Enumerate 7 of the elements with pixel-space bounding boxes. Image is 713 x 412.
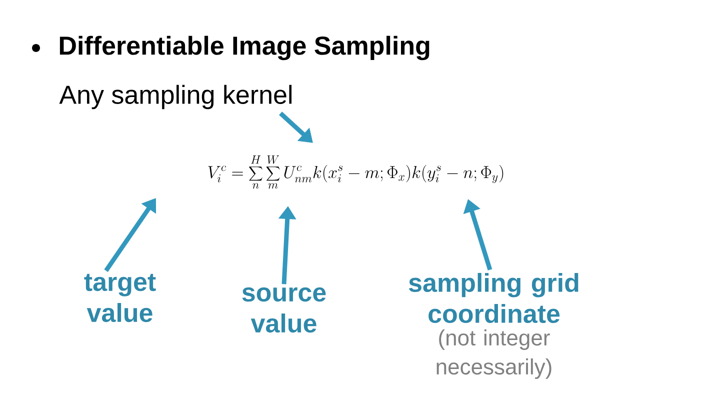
subtitle: Any sampling kernel xyxy=(59,84,292,110)
note: (not integer necessarily) xyxy=(436,329,552,379)
title: Differentiable Image Sampling xyxy=(60,36,430,60)
callout-label: sampling grid coordinate xyxy=(408,272,578,324)
formula: $V_i^c = \sum_{n}^{H}\sum_{m}^{W} U^c_{nm} k(x_i^s - m; \Phi_x) k(y_i^s - n; \Phi_y)$ xyxy=(208,155,504,189)
callout-label: source value xyxy=(242,287,326,333)
callout-label: target value xyxy=(84,274,156,322)
